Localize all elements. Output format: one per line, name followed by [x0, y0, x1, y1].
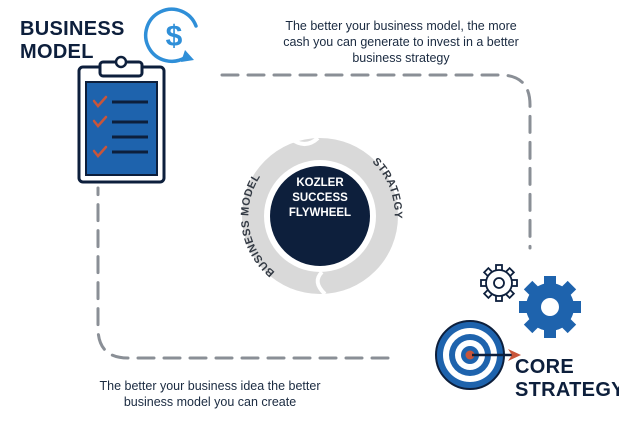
top-caption-line3: business strategy	[352, 51, 450, 65]
business-model-title-line1: BUSINESS	[20, 18, 125, 40]
dashed-loop-connector	[96, 73, 532, 360]
flywheel-center-line1: KOZLER	[296, 177, 344, 189]
dollar-refresh-icon: $	[144, 7, 198, 63]
flywheel-center-label: KOZLER SUCCESS FLYWHEEL	[272, 176, 368, 221]
target-arrow-icon	[435, 320, 521, 390]
core-strategy-title-line1: CORE	[515, 356, 574, 378]
bottom-caption: The better your business idea the better…	[70, 378, 350, 410]
core-strategy-title-line2: STRATEGY	[515, 379, 619, 401]
top-caption-line2: cash you can generate to invest in a bet…	[283, 35, 519, 49]
svg-text:$: $	[166, 20, 183, 53]
bottom-caption-line2: business model you can create	[123, 395, 297, 409]
flywheel-ring: BUSINESS MODEL STRATEGY	[239, 136, 403, 296]
flywheel-center-line3: FLYWHEEL	[288, 207, 352, 219]
clipboard-checklist-icon	[77, 55, 166, 184]
gears-icon	[480, 264, 581, 338]
flywheel-center-disc	[270, 166, 370, 266]
top-caption: The better your business model, the more…	[270, 18, 532, 66]
top-caption-line1: The better your business model, the more	[285, 19, 517, 33]
core-strategy-title: CORE STRATEGY	[515, 356, 619, 402]
business-model-title-line2: MODEL	[20, 41, 94, 63]
flywheel-center-line2: SUCCESS	[292, 192, 348, 204]
bottom-caption-line1: The better your business idea the better	[99, 379, 321, 393]
business-model-title: BUSINESS MODEL	[20, 18, 130, 64]
